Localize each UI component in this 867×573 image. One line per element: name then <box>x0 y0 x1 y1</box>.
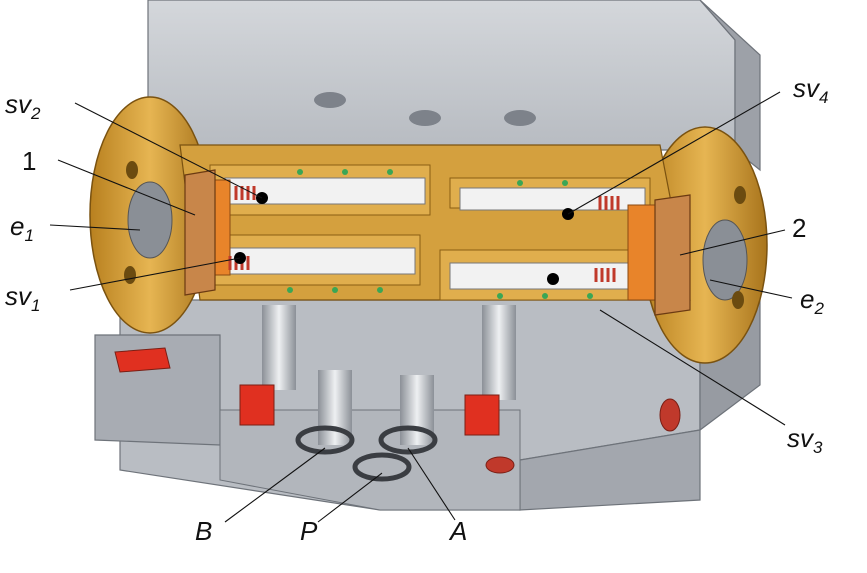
labels: sv2 sv4 1 e1 sv1 2 e2 sv3 B P A <box>5 73 828 546</box>
port-rings <box>295 425 438 482</box>
label-e1: e1 <box>10 211 34 245</box>
springs <box>228 186 620 282</box>
label-part-2: 2 <box>792 213 806 243</box>
label-port-b: B <box>195 516 212 546</box>
label-sv3: sv3 <box>787 423 823 457</box>
label-port-p: P <box>300 516 318 546</box>
label-sv2: sv2 <box>5 89 41 123</box>
label-sv1: sv1 <box>5 281 40 315</box>
seals <box>287 169 593 299</box>
label-e2: e2 <box>800 284 824 318</box>
label-part-1: 1 <box>22 146 36 176</box>
sleeves-and-spools <box>179 144 691 316</box>
label-sv4: sv4 <box>793 73 828 107</box>
label-port-a: A <box>448 516 467 546</box>
red-plugs <box>114 347 500 436</box>
leader-lines <box>49 91 793 523</box>
